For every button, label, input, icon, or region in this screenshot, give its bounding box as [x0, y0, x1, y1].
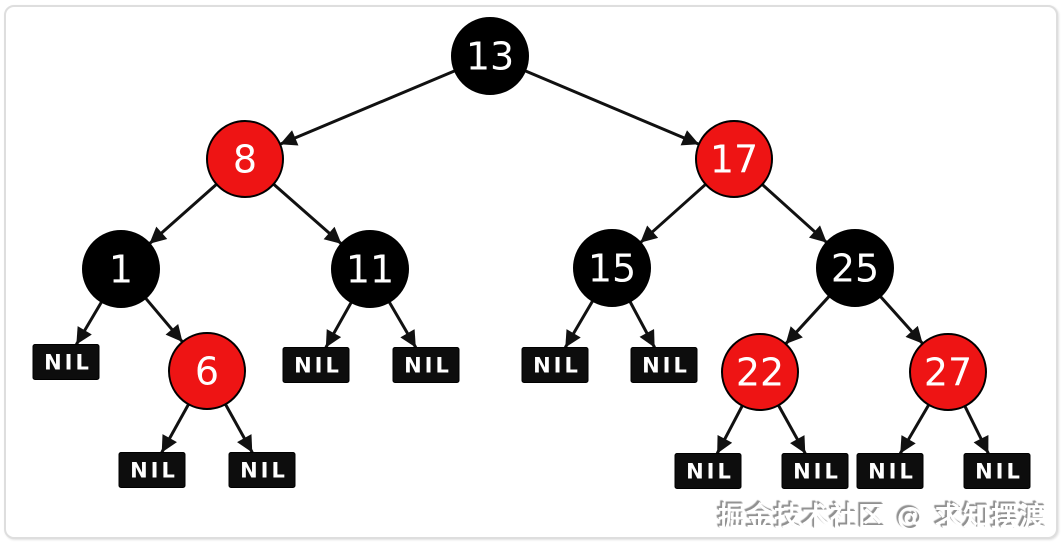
nil-leaf-nil_11L: NIL — [282, 347, 350, 383]
tree-edge-n25-n27 — [879, 295, 924, 345]
tree-node-label: 13 — [466, 35, 514, 79]
tree-node-label: 11 — [346, 248, 394, 292]
tree-edge-n8-n1 — [148, 183, 218, 245]
nil-label: NIL — [294, 354, 342, 378]
tree-node-label: 8 — [233, 138, 257, 182]
tree-node-8: 8 — [206, 120, 284, 198]
tree-node-11: 11 — [331, 230, 409, 308]
nil-label: NIL — [130, 459, 178, 483]
watermark-text: 掘金技术社区 @ 求知摆渡 — [718, 502, 1047, 533]
tree-edge-n6-nil_6L — [160, 403, 190, 454]
tree-edge-n15-nil_15R — [628, 300, 656, 349]
tree-edge-n22-nil_22L — [715, 404, 744, 455]
tree-node-17: 17 — [695, 120, 773, 198]
tree-node-6: 6 — [168, 332, 246, 410]
nil-leaf-nil_22R: NIL — [781, 453, 849, 489]
tree-node-label: 22 — [736, 351, 784, 395]
tree-node-label: 6 — [195, 350, 219, 394]
tree-edge-n27-nil_27R — [963, 405, 990, 455]
tree-edge-n6-nil_6R — [224, 403, 254, 454]
nil-label: NIL — [975, 460, 1023, 484]
nil-leaf-nil_27L: NIL — [856, 453, 924, 489]
nil-label: NIL — [44, 351, 92, 375]
nil-leaf-nil_15L: NIL — [521, 347, 589, 383]
tree-edge-n13-n17 — [524, 69, 700, 146]
nil-label: NIL — [240, 459, 288, 483]
nil-label: NIL — [404, 354, 452, 378]
nil-label: NIL — [686, 460, 734, 484]
nil-leaf-nil_6L: NIL — [118, 452, 186, 488]
nil-leaf-nil_15R: NIL — [630, 347, 698, 383]
tree-edge-n17-n15 — [639, 183, 707, 244]
tree-edge-n1-nil_1L — [75, 300, 103, 346]
tree-node-label: 27 — [924, 351, 972, 395]
tree-edge-n13-n8 — [279, 69, 456, 146]
tree-node-label: 1 — [109, 248, 133, 292]
tree-node-27: 27 — [909, 333, 987, 411]
nil-leaf-nil_6R: NIL — [228, 452, 296, 488]
tree-edge-n27-nil_27L — [898, 404, 931, 455]
tree-node-label: 25 — [831, 247, 879, 291]
tree-node-25: 25 — [816, 229, 894, 307]
nil-leaf-nil_11R: NIL — [392, 347, 460, 383]
nil-label: NIL — [642, 354, 690, 378]
tree-node-22: 22 — [721, 333, 799, 411]
nil-label: NIL — [533, 354, 581, 378]
tree-edge-n11-nil_11L — [324, 301, 353, 349]
tree-node-label: 17 — [710, 138, 758, 182]
tree-node-label: 15 — [588, 247, 636, 291]
tree-node-1: 1 — [82, 230, 160, 308]
tree-edge-n11-nil_11R — [387, 301, 418, 349]
nil-label: NIL — [868, 460, 916, 484]
tree-node-13: 13 — [451, 17, 529, 95]
nil-leaf-nil_1L: NIL — [32, 344, 100, 380]
tree-edge-n15-nil_15L — [563, 300, 595, 349]
nil-leaf-nil_27R: NIL — [963, 453, 1031, 489]
nil-leaf-nil_22L: NIL — [674, 453, 742, 489]
tree-edge-n17-n25 — [761, 183, 828, 244]
tree-node-15: 15 — [573, 229, 651, 307]
tree-edge-n25-n22 — [784, 295, 831, 345]
nil-label: NIL — [793, 460, 841, 484]
tree-edge-n8-n11 — [272, 182, 343, 246]
tree-edge-n1-n6 — [144, 297, 184, 343]
tree-edge-n22-nil_22R — [777, 404, 807, 455]
